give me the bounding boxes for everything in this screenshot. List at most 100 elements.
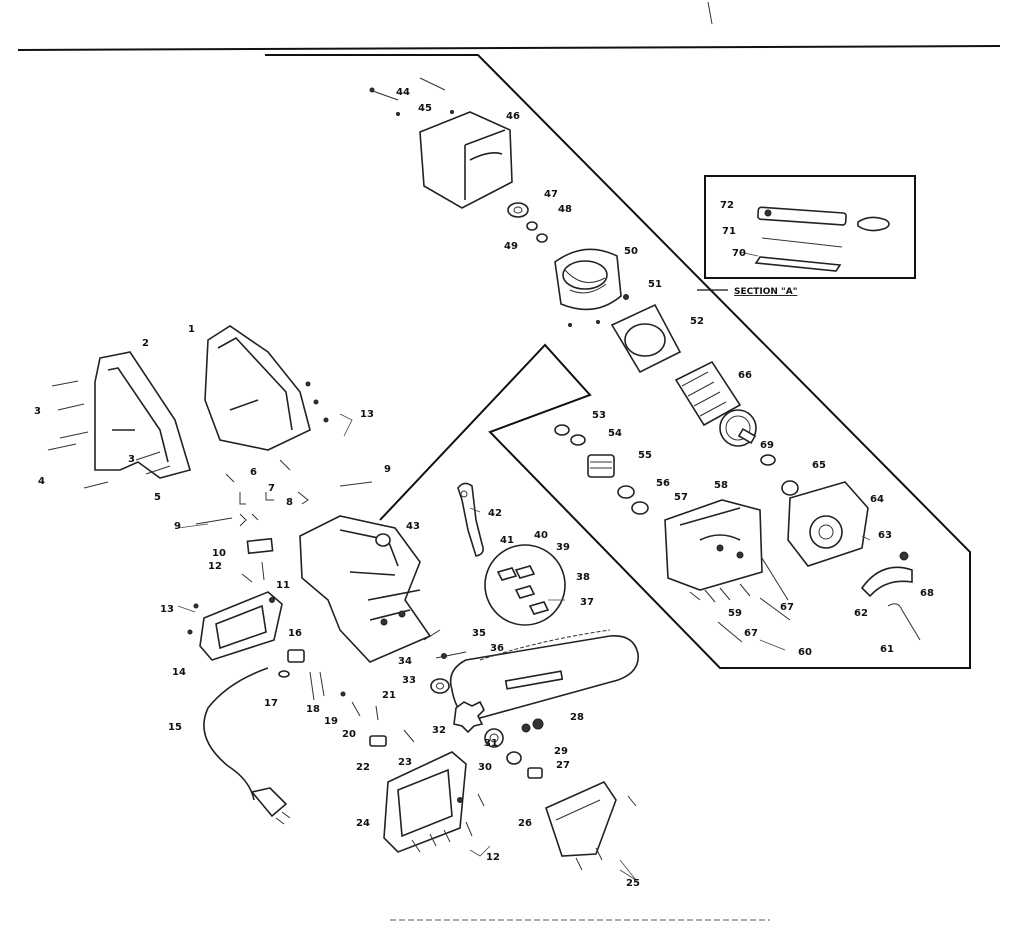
callout: 17 [264, 698, 278, 709]
section-boundary [265, 54, 971, 669]
spacers-and-washers [554, 424, 799, 515]
callout: 39 [556, 542, 570, 553]
callout: 2 [142, 338, 149, 349]
callout: 7 [268, 483, 275, 494]
side-cover [383, 751, 467, 853]
callout: 61 [880, 644, 894, 655]
bolts-34-35 [423, 629, 467, 659]
callout: 66 [738, 370, 752, 381]
gear-housing [664, 499, 763, 591]
callout: 10 [212, 548, 226, 559]
callout: 43 [406, 521, 420, 532]
motor-cover [369, 77, 513, 209]
leader-lines [177, 251, 871, 881]
section-a-parts [754, 206, 890, 272]
callout: 20 [342, 729, 356, 740]
callout: 55 [638, 450, 652, 461]
screws-left [47, 380, 171, 489]
callout: 29 [554, 746, 568, 757]
callout: 15 [168, 722, 182, 733]
switch-housing [187, 537, 283, 661]
callout: 5 [154, 492, 161, 503]
callout: 65 [812, 460, 826, 471]
callout: 45 [418, 103, 432, 114]
callout: 19 [324, 716, 338, 727]
callout-labels: 1 2 3 3 4 5 6 7 8 9 9 10 11 12 12 13 13 … [34, 87, 934, 889]
fasteners-center [340, 691, 415, 747]
callout: 68 [920, 588, 934, 599]
callout: 13 [160, 604, 174, 615]
callout: 44 [396, 87, 410, 98]
top-rule [17, 45, 1001, 51]
callout: 9 [174, 521, 181, 532]
chain-bracket [457, 482, 484, 557]
callout: 1 [188, 324, 195, 335]
callout: 38 [576, 572, 590, 583]
callout: 72 [720, 200, 734, 211]
callout: 24 [356, 818, 370, 829]
callout: 63 [878, 530, 892, 541]
callout: 27 [556, 760, 570, 771]
callout: 58 [714, 480, 728, 491]
callout: 28 [570, 712, 584, 723]
callout: 42 [488, 508, 502, 519]
callout: 33 [402, 675, 416, 686]
tick-mark [707, 1, 713, 25]
bar-cover [545, 780, 617, 857]
callout: 51 [648, 279, 662, 290]
callout: 36 [490, 643, 504, 654]
callout: 46 [506, 111, 520, 122]
callout: 3 [34, 406, 41, 417]
callout: 4 [38, 476, 45, 487]
callout: 52 [690, 316, 704, 327]
cover-and-spring [860, 551, 921, 641]
callout: 16 [288, 628, 302, 639]
callout: 14 [172, 667, 186, 678]
handle-assembly [94, 325, 329, 479]
callout: 31 [484, 738, 498, 749]
section-a-label: SECTION "A" [734, 287, 797, 297]
callout: 70 [732, 248, 746, 259]
callout: 30 [478, 762, 492, 773]
gasket-plate [610, 303, 682, 374]
section-a-box [704, 175, 916, 279]
callout: 23 [398, 757, 412, 768]
callout: 21 [382, 690, 396, 701]
bearings-upper [507, 202, 548, 243]
callout: 69 [760, 440, 774, 451]
callout: 9 [384, 464, 391, 475]
callout: 11 [276, 580, 290, 591]
gear-case [787, 481, 869, 567]
screws-bottom [411, 793, 637, 871]
callout: 56 [656, 478, 670, 489]
callout: 60 [798, 647, 812, 658]
callout: 47 [544, 189, 558, 200]
callout: 13 [360, 409, 374, 420]
callout: 71 [722, 226, 736, 237]
callout: 59 [728, 608, 742, 619]
callout: 12 [486, 852, 500, 863]
callout: 41 [500, 535, 514, 546]
callout: 67 [744, 628, 758, 639]
callout: 32 [432, 725, 446, 736]
callout: 54 [608, 428, 622, 439]
callout: 67 [780, 602, 794, 613]
callout: 3 [128, 454, 135, 465]
power-cord [203, 667, 291, 825]
screws-lower-section [689, 557, 791, 643]
callout: 64 [870, 494, 884, 505]
callout: 49 [504, 241, 518, 252]
callout: 6 [250, 467, 257, 478]
callout: 35 [472, 628, 486, 639]
callout: 18 [306, 704, 320, 715]
callout: 57 [674, 492, 688, 503]
callout: 62 [854, 608, 868, 619]
callout: 37 [580, 597, 594, 608]
motor-field [554, 248, 629, 327]
callout: 53 [592, 410, 606, 421]
callout: 40 [534, 530, 548, 541]
motor-body [299, 515, 432, 663]
callout: 8 [286, 497, 293, 508]
